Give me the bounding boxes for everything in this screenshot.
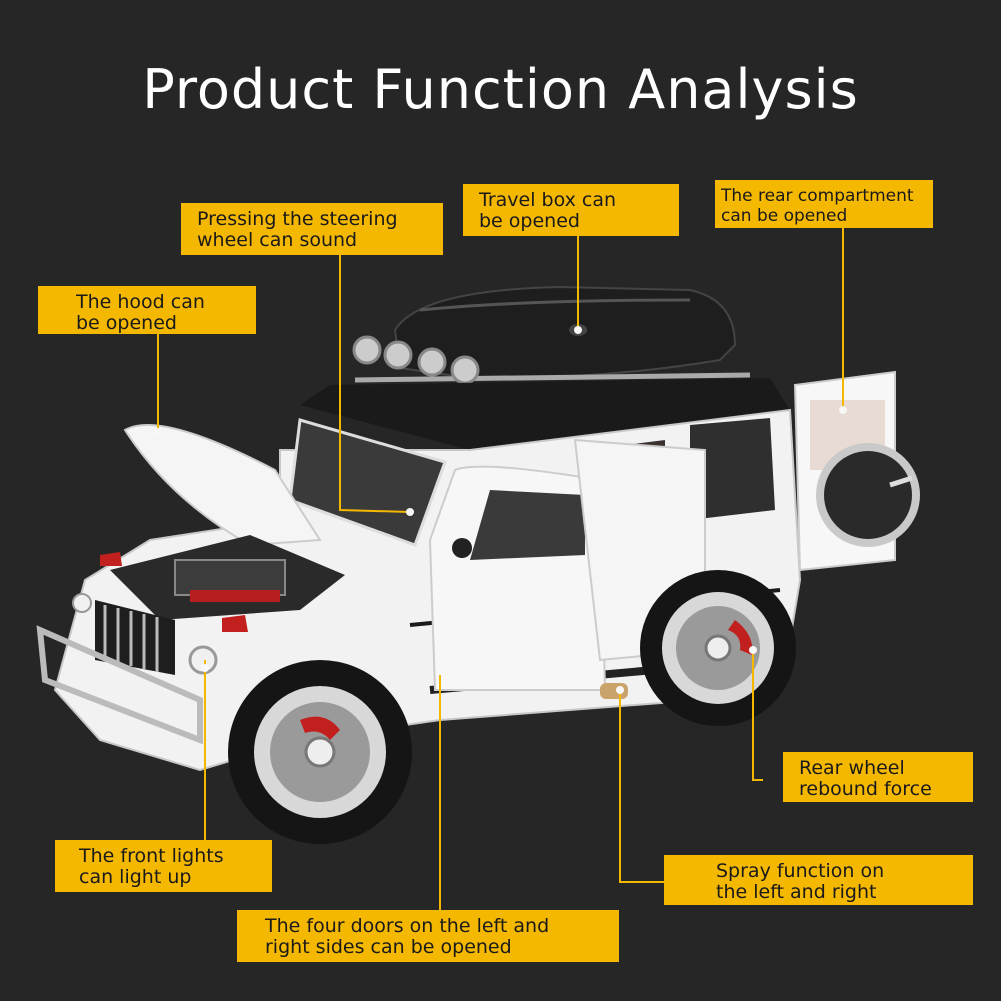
page-title: Product Function Analysis [142,58,859,121]
front-grille [36,593,218,745]
label-rear-wheel: Rear wheel rebound force [783,752,973,802]
label-doors: The four doors on the left and right sid… [237,910,619,962]
label-travel-box: Travel box can be opened [463,184,679,236]
label-front-lights: The front lights can light up [55,840,272,892]
open-front-door [428,465,607,691]
label-spray: Spray function on the left and right [664,855,973,905]
rear-wheel [640,570,796,726]
label-steering-wheel: Pressing the steering wheel can sound [181,203,443,255]
leader-lines [157,228,844,910]
rear-compartment-door [793,370,920,572]
label-rear-compartment: The rear compartment can be opened [715,180,933,228]
engine-bay [100,535,345,632]
leader-dots [154,326,847,694]
car-roof [300,378,790,450]
roof-lights [352,335,751,385]
front-wheel [228,660,412,844]
label-hood: The hood can be opened [38,286,256,334]
